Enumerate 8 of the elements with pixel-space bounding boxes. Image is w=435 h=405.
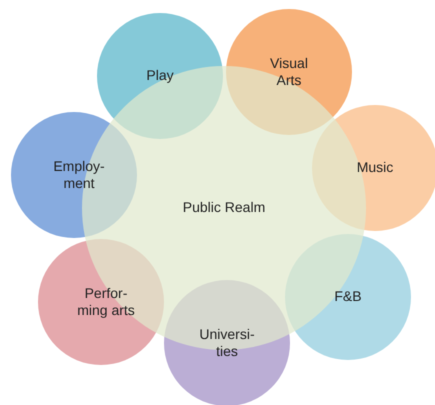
circle-label: Public Realm bbox=[182, 199, 266, 217]
circle-label: Play bbox=[145, 67, 175, 85]
circle-label: Employ- ment bbox=[52, 158, 106, 192]
circle-label: F&B bbox=[333, 288, 363, 306]
circle-label: Universi- ties bbox=[198, 326, 256, 360]
circle-label: Perfor- ming arts bbox=[76, 284, 136, 320]
circle-label: Music bbox=[356, 159, 394, 177]
circle-label: Visual Arts bbox=[269, 54, 309, 90]
